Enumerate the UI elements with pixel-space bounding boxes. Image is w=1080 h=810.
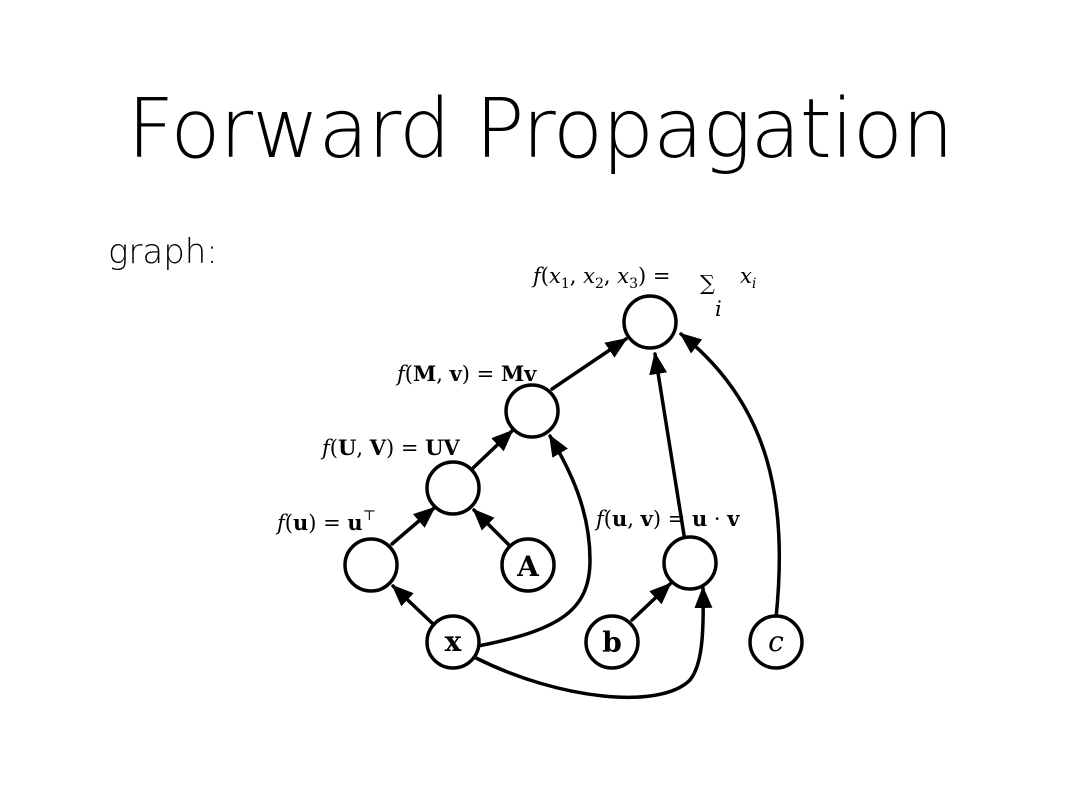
edge-uv-to-mv: [471, 429, 514, 470]
annotation-mv: f(M, v) = Mv: [395, 361, 537, 386]
node-uv: [425, 460, 481, 516]
annotation-transpose: f(u) = u⊤: [275, 508, 376, 535]
graph-label: graph:: [108, 232, 218, 272]
edge-a-to-uv: [472, 508, 512, 548]
edge-x-to-mv: [476, 434, 592, 648]
node-c: c: [748, 614, 804, 670]
node-a: A: [500, 537, 556, 593]
node-dot: [662, 535, 718, 591]
edge-x-to-transpose: [391, 584, 434, 625]
node-b: b: [584, 614, 640, 670]
edges: [390, 332, 782, 700]
annotation-sum-sigma: ∑: [700, 271, 715, 295]
annotation-sum-rhs: xi: [740, 264, 756, 292]
edge-x-to-dot: [474, 586, 713, 700]
edge-dot-to-sum: [649, 352, 686, 537]
node-transpose: [343, 537, 399, 593]
annotation-sum-sigma-sub: i: [715, 297, 722, 321]
node-sum: [622, 294, 678, 350]
node-b-label: b: [602, 626, 622, 659]
edge-transpose-to-uv: [390, 506, 436, 546]
annotation-uv: f(U, V) = UV: [320, 435, 460, 460]
edge-c-to-sum: [679, 332, 782, 620]
node-x-label: x: [445, 625, 462, 658]
edge-mv-to-sum: [550, 337, 628, 391]
node-c-label: c: [768, 625, 784, 658]
annotation-sum-lhs: f(x1, x2, x3) =: [531, 264, 670, 292]
node-a-label: A: [516, 550, 540, 583]
annotation-dot: f(u, v) = u · v: [594, 506, 740, 531]
edge-b-to-dot: [630, 582, 672, 622]
annotation-sum: f(x1, x2, x3) = ∑ i xi: [531, 264, 756, 321]
slide-title: Forward Propagation: [127, 82, 954, 177]
node-x: x: [425, 614, 481, 670]
nodes: A x b c: [343, 294, 804, 670]
node-mv: [504, 383, 560, 439]
